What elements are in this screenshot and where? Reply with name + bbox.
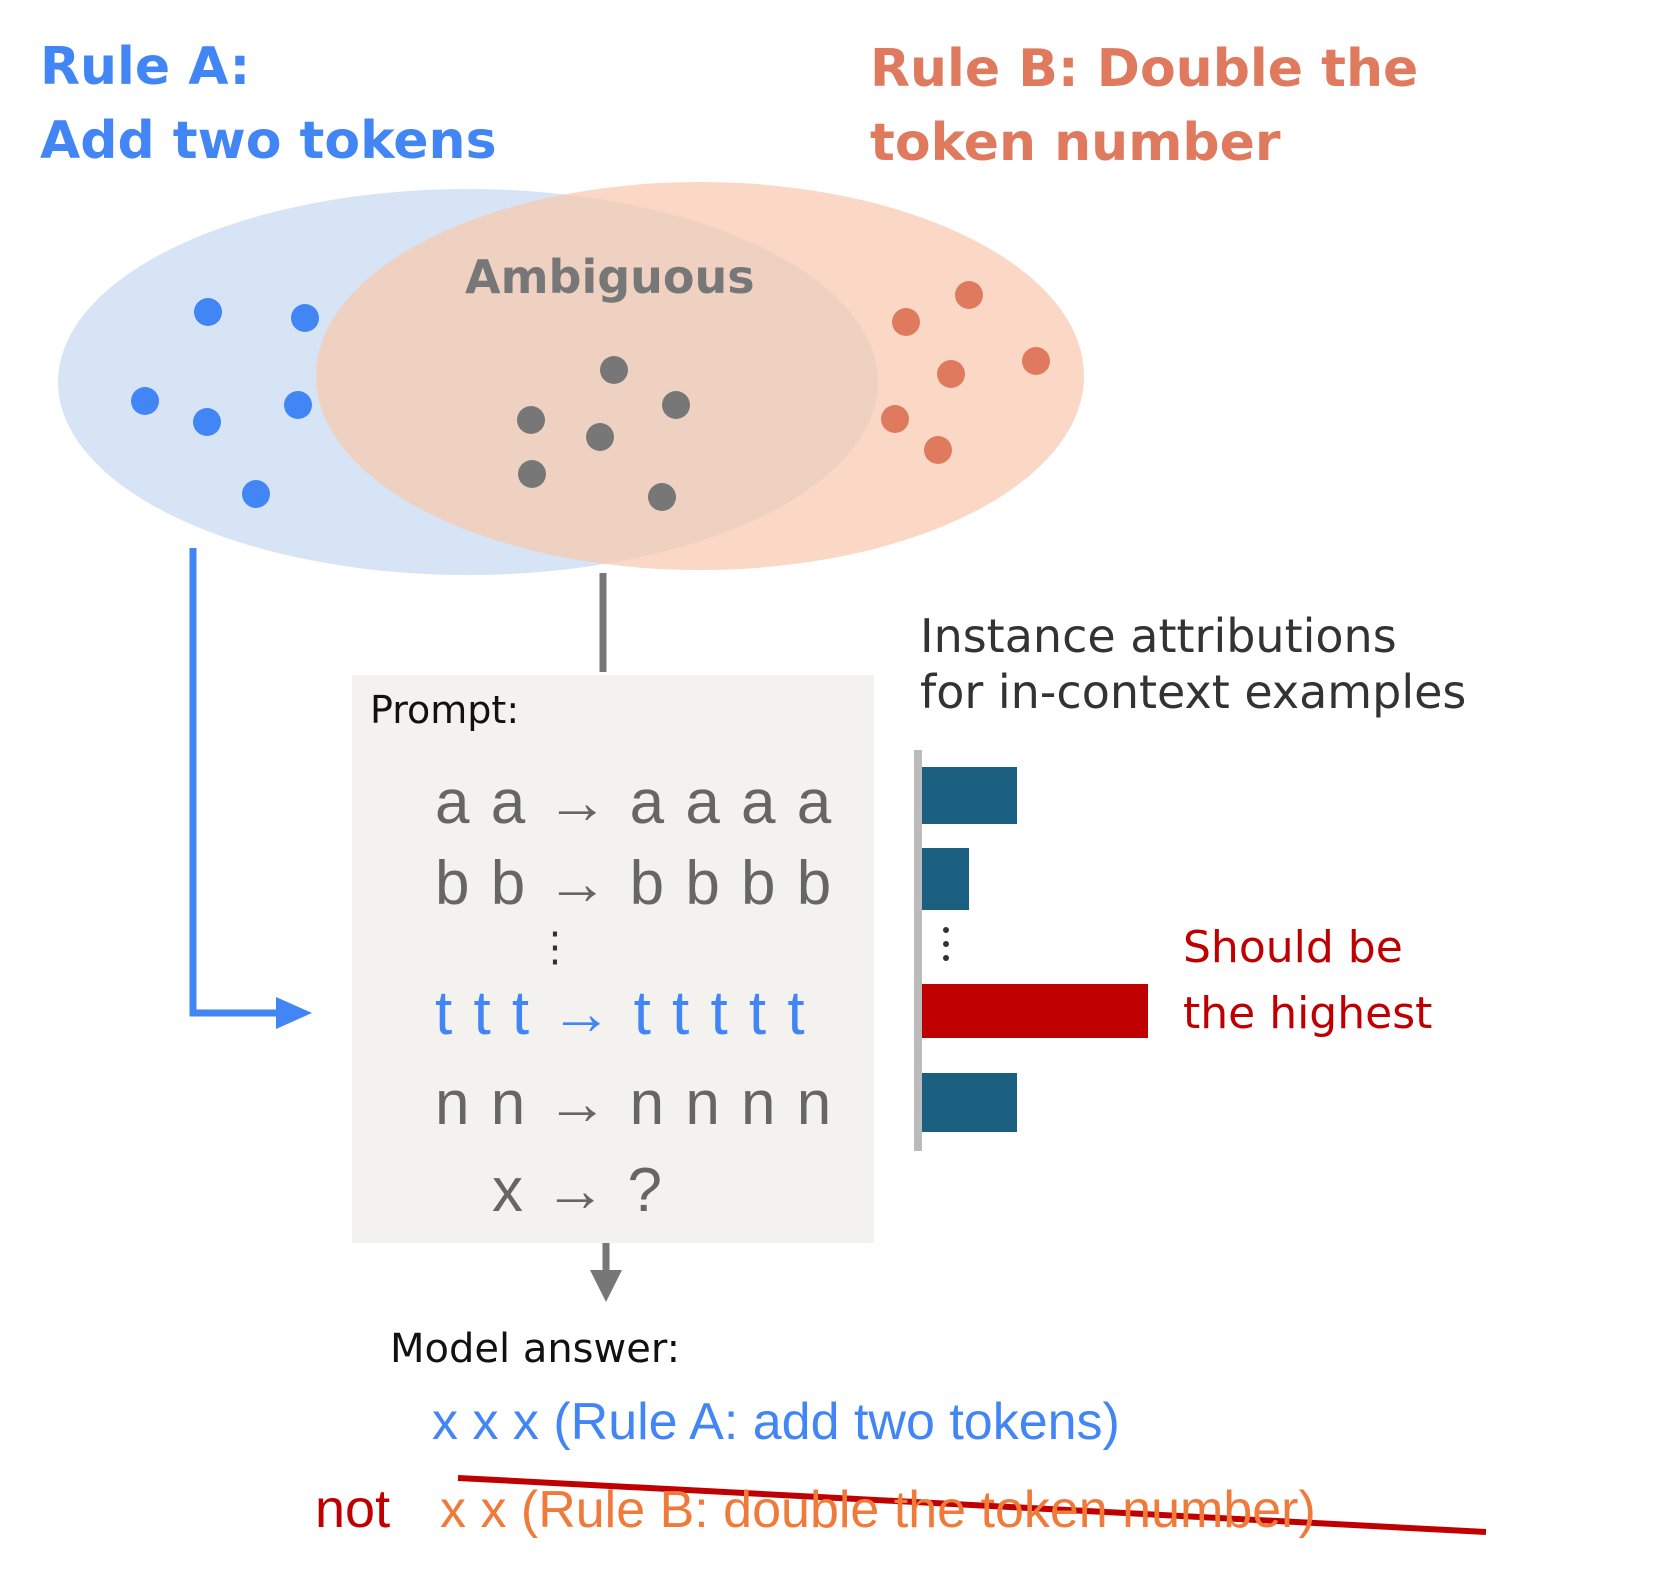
example-t-highlighted: t t t → t t t t t (435, 979, 807, 1048)
answer-arrow-head (590, 1270, 622, 1302)
ambiguous-label: Ambiguous (465, 250, 755, 304)
attribution-vdots (943, 927, 949, 961)
ambiguous-dot (662, 391, 690, 419)
attribution-bar (922, 848, 969, 910)
rule-b-dot (924, 436, 952, 464)
rule-a-dot (291, 304, 319, 332)
attribution-bar-highlight (922, 984, 1148, 1038)
rule-a-dot (284, 391, 312, 419)
rule-a-answer: x x x (Rule A: add two tokens) (432, 1393, 1120, 1451)
rule-a-arrow-line (189, 548, 282, 1017)
example-n: n n → n n n n (435, 1069, 834, 1138)
attribution-title: Instance attributions for in-context exa… (920, 609, 1467, 719)
rule-b-title-line2: token number (870, 113, 1281, 173)
rule-a-dot (131, 387, 159, 415)
rule-a-dot (193, 408, 221, 436)
ambiguous-dot (648, 483, 676, 511)
rule-b-title-line1: Rule B: Double the (870, 39, 1419, 99)
rule-b-dot (1022, 347, 1050, 375)
ambiguous-dot (518, 460, 546, 488)
ellipsis-dot: · (548, 940, 562, 986)
strikethrough-line (457, 1475, 1487, 1535)
example-ellipsis: · · · (545, 915, 565, 986)
attribution-bar (922, 1073, 1017, 1132)
highlight-note: Should be the highest (1183, 922, 1433, 1039)
vdot (943, 927, 949, 933)
rule-b-dots (881, 281, 1050, 464)
rule-a-dots (131, 298, 319, 508)
example-a: a a → a a a a (435, 768, 834, 837)
rule-a-title-line1: Rule A: (40, 37, 251, 97)
attribution-bar (922, 767, 1017, 824)
vdot (943, 955, 949, 961)
rule-b-answer: x x (Rule B: double the token number) (440, 1481, 1316, 1539)
rule-a-dot (194, 298, 222, 326)
ambiguous-dot (586, 423, 614, 451)
example-query: x → ? (492, 1156, 664, 1225)
rule-b-title: Rule B: Double the token number (870, 32, 1418, 180)
rule-a-title: Rule A: Add two tokens (40, 30, 497, 178)
prompt-label: Prompt: (370, 688, 520, 732)
rule-b-dot (881, 405, 909, 433)
rule-a-dot (242, 480, 270, 508)
ambiguous-dot (600, 356, 628, 384)
rule-b-dot (955, 281, 983, 309)
rule-a-title-line2: Add two tokens (40, 111, 497, 171)
not-label: not (315, 1479, 391, 1539)
prompt-box (352, 675, 874, 1243)
rule-b-dot (937, 360, 965, 388)
attribution-bars (922, 767, 1148, 1132)
vdot (943, 941, 949, 947)
rule-a-arrow-head (276, 997, 312, 1029)
example-b: b b → b b b b (435, 849, 834, 918)
rule-b-region (316, 182, 1084, 570)
model-answer-label: Model answer: (390, 1326, 681, 1372)
ambiguous-dot (517, 406, 545, 434)
rule-b-dot (892, 308, 920, 336)
ambiguous-dots (517, 356, 690, 511)
